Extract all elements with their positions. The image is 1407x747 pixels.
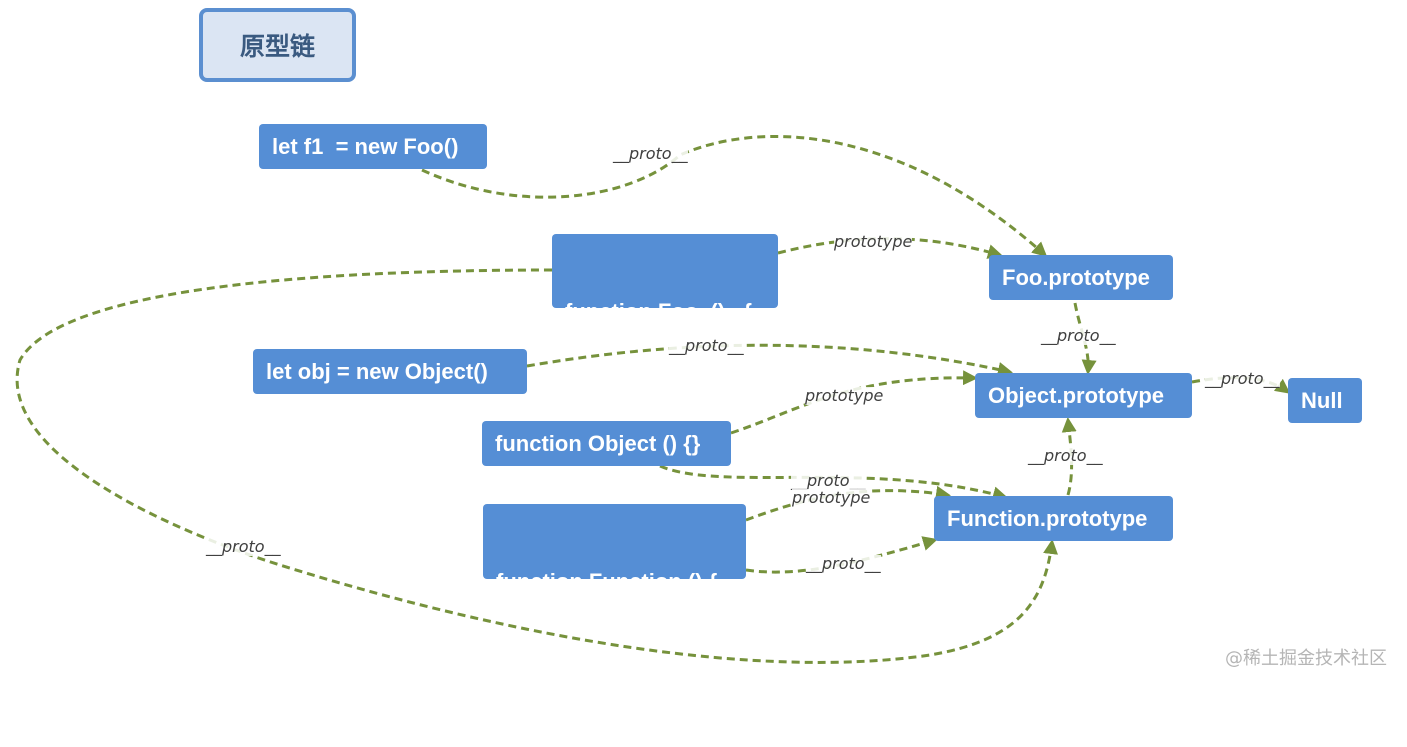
- edge-f1-proto-foo-prototype: [421, 134, 1048, 258]
- label-objectfn-proto: __proto__: [791, 471, 866, 490]
- node-function-function-line2: }: [496, 659, 505, 684]
- node-function-function: function Function () { }: [483, 504, 746, 684]
- node-function-foo-line2: }: [565, 389, 574, 414]
- label-foo-proto: __proto__: [206, 537, 281, 556]
- node-function-object: function Object () {}: [482, 421, 731, 466]
- label-obj-proto: __proto__: [669, 336, 744, 355]
- node-function-foo: function Foo () { }: [552, 234, 778, 414]
- label-objectfn-prototype: prototype: [805, 386, 884, 405]
- label-f1-proto: __proto__: [613, 144, 688, 163]
- watermark: @稀土掘金技术社区: [1225, 648, 1387, 669]
- edge-foo-prototype-link: [777, 237, 1003, 259]
- label-functionfn-proto: __proto__: [806, 554, 881, 573]
- label-functionproto-proto: __proto__: [1028, 446, 1103, 465]
- node-obj: let obj = new Object(): [253, 349, 527, 394]
- node-function-foo-line1: function Foo () {: [565, 299, 752, 324]
- edge-fooproto-proto-objectproto: [1073, 302, 1097, 375]
- node-foo-prototype: Foo.prototype: [989, 255, 1173, 300]
- diagram-title: 原型链: [199, 8, 356, 82]
- edge-functionfn-proto-functionproto: [745, 536, 938, 574]
- label-fooproto-proto: __proto__: [1041, 326, 1116, 345]
- label-foo-prototype: prototype: [834, 232, 913, 251]
- edge-obj-proto-objectproto: [526, 343, 1013, 377]
- node-function-prototype: Function.prototype: [934, 496, 1173, 541]
- node-f1: let f1 = new Foo(): [259, 124, 487, 169]
- label-functionfn-prototype: prototype: [792, 488, 871, 507]
- node-function-function-line1: function Function () {: [496, 569, 718, 594]
- label-objectproto-proto: __proto__: [1205, 369, 1280, 388]
- node-object-prototype: Object.prototype: [975, 373, 1192, 418]
- node-null: Null: [1288, 378, 1362, 423]
- edge-foo-proto-function-prototype: [15, 268, 1059, 664]
